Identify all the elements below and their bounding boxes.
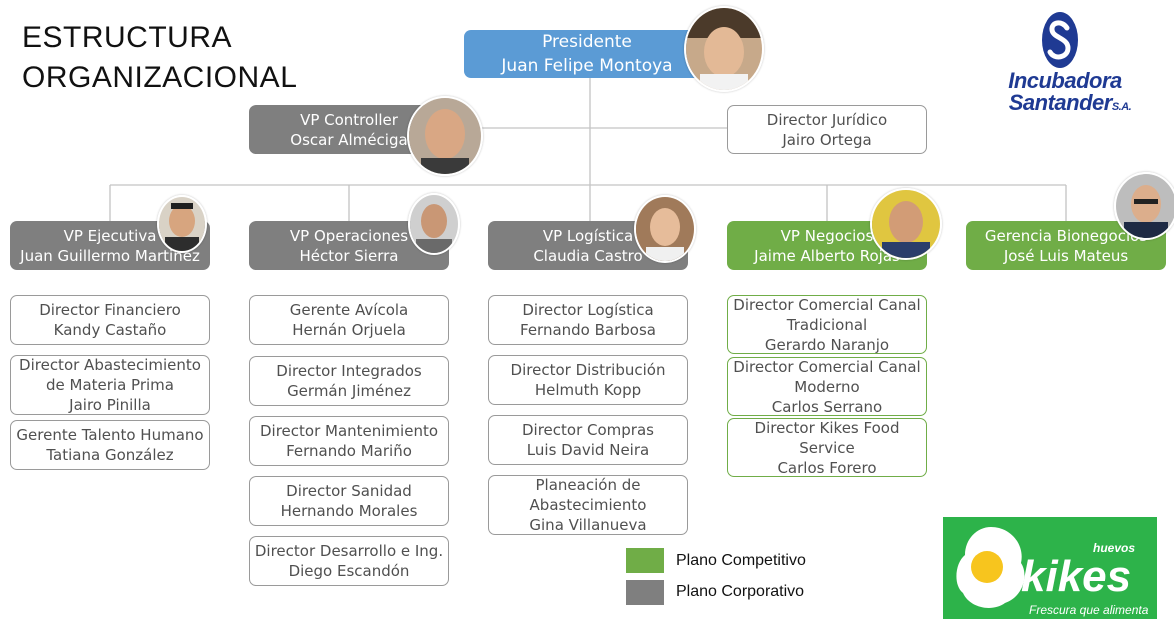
president-box: Presidente Juan Felipe Montoya [464,30,710,78]
logo-sa-suffix: S.A. [1111,101,1132,113]
org-box: Director Sanidad Hernando Morales [249,476,449,526]
org-box-line: Kandy Castaño [53,321,167,339]
org-box: Director Desarrollo e Ing. Diego Escandó… [249,536,449,586]
santander-s-icon [1042,12,1078,68]
org-box-line: Director Desarrollo e Ing. [254,542,444,560]
vp-role: VP Negocios [780,226,874,245]
vp-role: VP Operaciones [289,226,409,245]
org-box-line: Director Integrados [276,362,422,380]
org-box-line: Carlos Forero [777,458,877,477]
org-box-line: Gerente Talento Humano [16,426,204,444]
kikes-brand-text: kikes [1021,552,1132,601]
kikes-huevos-text: huevos [1093,541,1136,555]
president-role: Presidente [542,32,632,52]
logo-santander-word: Santander [1008,90,1113,115]
gerencia-bionegocios-box: Gerencia Bionegocios José Luis Mateus [966,221,1166,270]
org-box-line: Planeación de [535,476,641,494]
org-box-line: Gina Villanueva [529,516,647,534]
vp-controller-role: VP Controller [300,110,398,129]
org-box: Director Mantenimiento Fernando Mariño [249,416,449,466]
org-box: Planeación de Abastecimiento Gina Villan… [488,475,688,535]
vp-negocios-box: VP Negocios Jaime Alberto Rojas [727,221,927,270]
vp-ejecutiva-photo [157,195,207,253]
org-box: Director Comercial Canal Tradicional Ger… [727,295,927,354]
vp-role: VP Ejecutiva [63,226,157,245]
president-name: Juan Felipe Montoya [501,56,673,76]
org-box-line: Director Compras [522,421,654,439]
page-title: ESTRUCTURA ORGANIZACIONAL [22,18,297,98]
org-box-line: Germán Jiménez [287,382,411,400]
org-box: Gerente Avícola Hernán Orjuela [249,295,449,345]
gerencia-bionegocios-photo [1114,172,1174,240]
vp-role: VP Logística [542,226,634,245]
org-box-line: Carlos Serrano [771,397,883,416]
vp-name: Juan Guillermo Martinez [20,246,200,265]
egg-icon [956,527,1025,608]
org-box: Director Kikes Food Service Carlos Forer… [727,418,927,477]
org-box: Director Abastecimiento de Materia Prima… [10,355,210,415]
org-box-line: Diego Escandón [288,562,410,580]
org-box-line: Director Comercial Canal [733,357,921,376]
title-line-1: ESTRUCTURA [22,21,233,54]
org-box-line: de Materia Prima [46,376,174,394]
org-box-line: Tatiana González [46,446,174,464]
org-box: Director Logística Fernando Barbosa [488,295,688,345]
org-box-line: Fernando Barbosa [520,321,656,339]
vp-name: Héctor Sierra [299,246,399,265]
org-box-line: Director Abastecimiento [19,356,201,374]
org-box-line: Luis David Neira [526,441,650,459]
org-box-line: Director Distribución [510,361,666,379]
org-box-line: Hernando Morales [280,502,418,520]
vp-name: Jaime Alberto Rojas [754,246,900,265]
org-box: Director Distribución Helmuth Kopp [488,355,688,405]
org-box-line: Director Mantenimiento [259,422,439,440]
director-juridico-role: Director Jurídico [766,110,888,129]
vp-operaciones-photo [408,193,460,255]
director-juridico-box: Director Jurídico Jairo Ortega [727,105,927,154]
kikes-tagline: Frescura que alimenta [1029,603,1149,617]
org-box: Director Comercial Canal Moderno Carlos … [727,357,927,416]
vp-name: José Luis Mateus [1003,246,1129,265]
vp-name: Claudia Castro [533,246,643,265]
org-box-line: Director Sanidad [286,482,412,500]
kikes-logo: huevos kikes Frescura que alimenta [943,517,1157,619]
org-box-line: Helmuth Kopp [534,381,642,399]
legend-label-corporativo: Plano Corporativo [676,583,805,600]
logo-incubadora-text: Incubadora [1008,68,1122,93]
org-box-line: Moderno [794,377,860,396]
legend-swatch-competitivo [626,548,664,573]
org-box-line: Director Financiero [39,301,181,319]
director-juridico-name: Jairo Ortega [782,130,872,149]
vp-controller-name: Oscar Alméciga [290,130,408,149]
org-box: Director Integrados Germán Jiménez [249,356,449,406]
org-box-line: Service [799,438,855,457]
org-box-line: Gerardo Naranjo [764,335,890,354]
incubadora-santander-logo: Incubadora SantanderS.A. [1000,10,1140,120]
org-box: Director Financiero Kandy Castaño [10,295,210,345]
org-box-line: Hernán Orjuela [292,321,406,339]
vp-logistica-photo [634,195,696,263]
org-box-line: Tradicional [786,315,868,334]
org-box-line: Director Logística [522,301,654,319]
org-box-line: Director Comercial Canal [733,295,921,314]
org-box-line: Gerente Avícola [289,301,409,319]
org-box: Gerente Talento Humano Tatiana González [10,420,210,470]
president-photo [684,6,764,92]
title-line-2: ORGANIZACIONAL [22,61,298,94]
logo-santander-text: SantanderS.A. [1000,92,1140,118]
legend-swatch-corporativo [626,580,664,605]
legend-label-competitivo: Plano Competitivo [676,552,806,569]
vp-negocios-photo [870,188,942,260]
vp-controller-photo [407,96,483,176]
vp-role: Gerencia Bionegocios [984,226,1148,245]
org-box: Director Compras Luis David Neira [488,415,688,465]
org-box-line: Abastecimiento [529,496,647,514]
org-box-line: Fernando Mariño [286,442,412,460]
org-box-line: Jairo Pinilla [69,396,151,414]
org-box-line: Director Kikes Food [754,418,900,437]
